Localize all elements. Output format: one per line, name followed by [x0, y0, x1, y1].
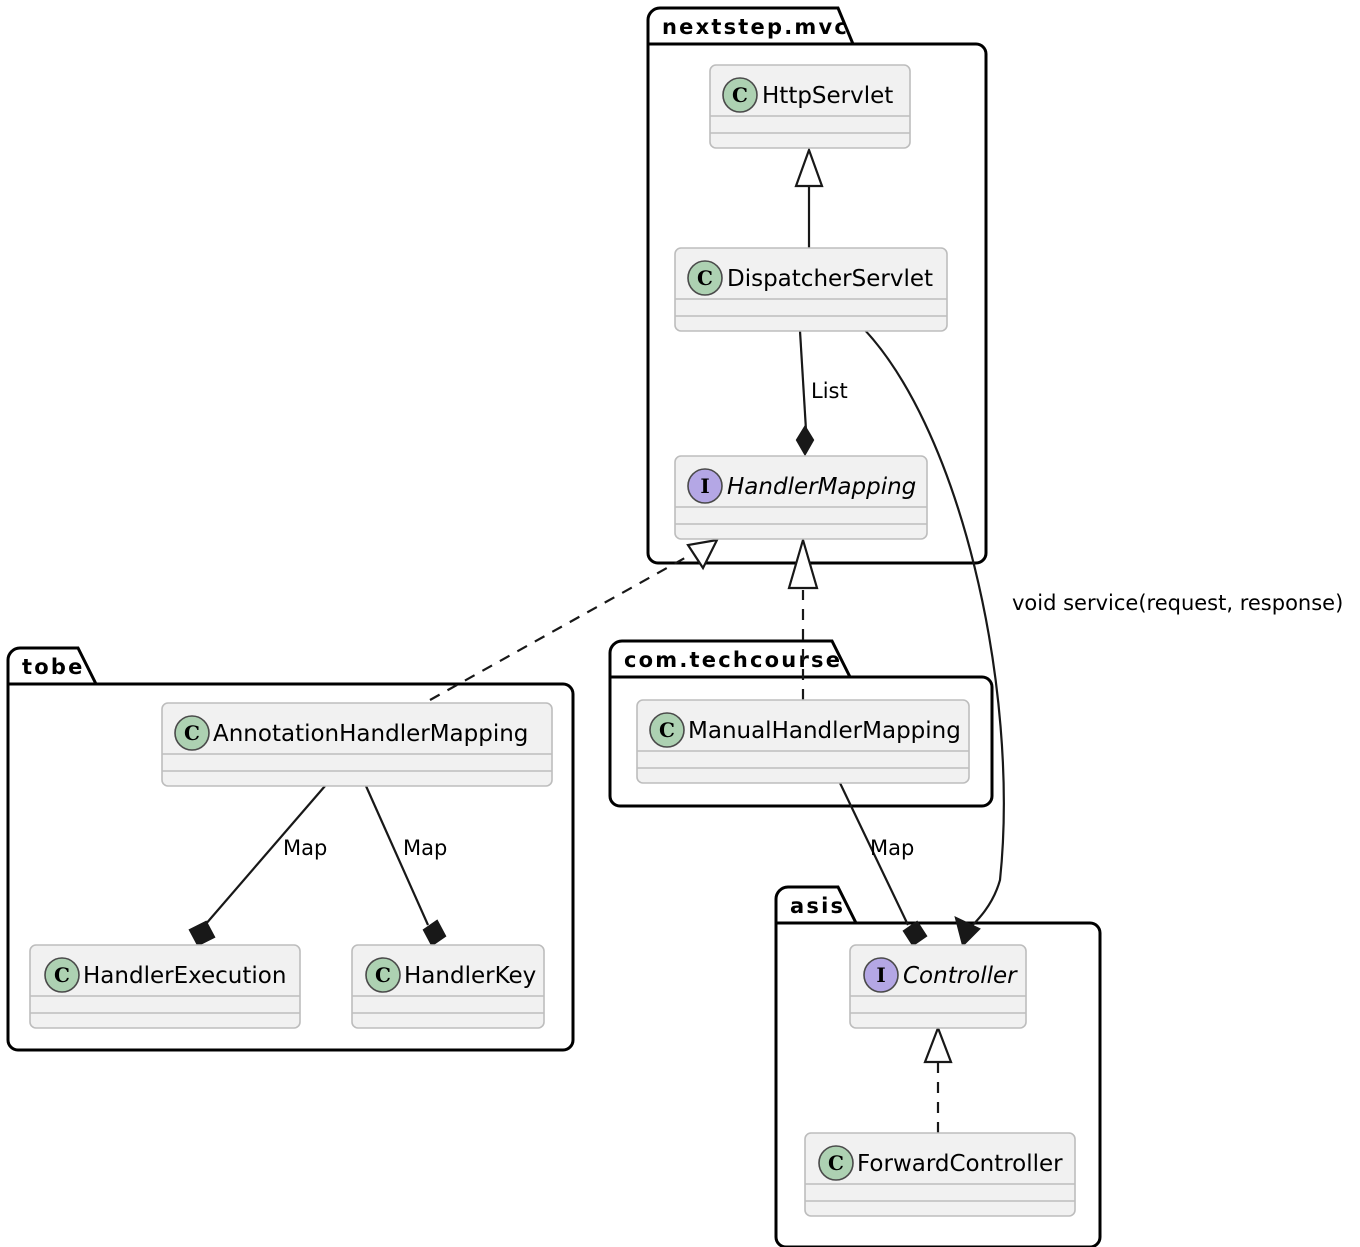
class-stereotype-icon [818, 1145, 854, 1181]
class-stereotype-letter: C [828, 1151, 844, 1175]
edge-dispatcher-has-handlermapping: List [795, 330, 848, 457]
class-stereotype-icon [687, 260, 723, 296]
package-tobe: tobe [6, 646, 575, 1052]
edge-line [798, 330, 808, 431]
composition-diamond [422, 919, 447, 947]
edge-line [839, 782, 909, 926]
package-tab-tobe [6, 646, 99, 686]
class-node-annotationhandlermapping[interactable]: C AnnotationHandlerMapping [161, 702, 553, 787]
edge-dispatcher-calls-controller: void service(request, response) [854, 319, 1343, 948]
edge-line [204, 785, 326, 926]
class-name-handlermapping: HandlerMapping [727, 474, 916, 500]
class-box[interactable] [636, 699, 970, 784]
realization-arrowhead [686, 538, 719, 571]
package-com-techcourse: com.techcourse [608, 639, 994, 808]
interface-stereotype-letter: I [700, 474, 709, 498]
class-node-controller[interactable]: I Controller [849, 944, 1027, 1029]
class-name-handlerexecution: HandlerExecution [83, 963, 286, 989]
edge-manual-has-controller: Map [839, 782, 928, 947]
class-node-httpservlet[interactable]: C HttpServlet [709, 64, 911, 149]
package-tab-nextstep-mvc [646, 6, 856, 46]
class-node-handlerexecution[interactable]: C HandlerExecution [29, 944, 301, 1029]
composition-diamond [188, 920, 216, 947]
interface-stereotype-icon [863, 957, 899, 993]
class-box[interactable] [804, 1132, 1076, 1217]
class-node-forwardcontroller[interactable]: C ForwardController [804, 1132, 1076, 1217]
class-box[interactable] [29, 944, 301, 1029]
edge-annotation-has-handlerkey: Map [364, 785, 447, 947]
realization-arrowhead [787, 536, 819, 590]
class-stereotype-letter: C [54, 963, 70, 987]
package-body-tobe [6, 682, 575, 1052]
class-stereotype-icon [722, 77, 758, 113]
class-box[interactable] [709, 64, 911, 149]
interface-stereotype-letter: I [876, 963, 885, 987]
class-node-manualhandlermapping[interactable]: C ManualHandlerMapping [636, 699, 970, 784]
edge-manual-implements-handlermapping [787, 536, 819, 700]
package-asis: asis [774, 885, 1102, 1247]
package-body-nextstep-mvc [646, 42, 988, 565]
class-node-dispatcherservlet[interactable]: C DispatcherServlet [674, 247, 948, 332]
inheritance-arrowhead [794, 146, 824, 188]
edge-line [854, 319, 1005, 933]
class-box[interactable] [161, 702, 553, 787]
class-name-httpservlet: HttpServlet [762, 83, 893, 109]
class-box[interactable] [674, 455, 928, 540]
interface-stereotype-icon [687, 468, 723, 504]
arrowhead [954, 915, 981, 948]
class-stereotype-letter: C [732, 83, 748, 107]
composition-diamond [902, 920, 928, 947]
package-tab-asis [774, 885, 859, 925]
class-stereotype-icon [174, 715, 210, 751]
class-box[interactable] [351, 944, 545, 1029]
class-name-dispatcherservlet: DispatcherServlet [727, 266, 933, 292]
class-name-annotationhandlermapping: AnnotationHandlerMapping [213, 721, 528, 747]
class-box[interactable] [674, 247, 948, 332]
class-stereotype-letter: C [659, 718, 675, 742]
package-label-com-techcourse: com.techcourse [624, 648, 842, 672]
edge-label-service-signature: void service(request, response) [1012, 591, 1343, 615]
package-label-tobe: tobe [22, 655, 85, 679]
class-name-manualhandlermapping: ManualHandlerMapping [688, 718, 961, 744]
class-node-handlerkey[interactable]: C HandlerKey [351, 944, 545, 1029]
class-stereotype-icon [649, 712, 685, 748]
composition-diamond [795, 424, 815, 457]
class-node-handlermapping[interactable]: I HandlerMapping [674, 455, 928, 540]
edge-line [429, 553, 693, 701]
class-stereotype-letter: C [697, 266, 713, 290]
edge-annotation-implements-handlermapping [429, 538, 719, 701]
edge-forwardcontroller-implements-controller [923, 1024, 953, 1133]
class-stereotype-icon [44, 957, 80, 993]
edge-label-list: List [811, 379, 848, 403]
class-name-forwardcontroller: ForwardController [857, 1151, 1063, 1177]
edge-annotation-has-handlerexecution: Map [188, 785, 327, 947]
package-nextstep-mvc: nextstep.mvc [646, 6, 988, 565]
class-stereotype-letter: C [375, 963, 391, 987]
edge-line [364, 785, 430, 926]
edge-dispatcher-extends-httpservlet [794, 146, 824, 248]
class-name-controller: Controller [903, 963, 1018, 989]
package-body-asis [774, 921, 1102, 1247]
package-tab-com-techcourse [608, 639, 853, 679]
class-stereotype-letter: C [184, 721, 200, 745]
class-name-handlerkey: HandlerKey [404, 963, 536, 989]
package-label-asis: asis [790, 894, 845, 918]
class-stereotype-icon [365, 957, 401, 993]
realization-arrowhead [923, 1024, 953, 1064]
package-label-nextstep-mvc: nextstep.mvc [662, 15, 849, 39]
edge-label-map-handler-key: Map [403, 836, 447, 860]
edge-label-map-controller: Map [870, 836, 914, 860]
edge-label-map-handler-execution: Map [283, 836, 327, 860]
package-body-com-techcourse [608, 675, 994, 808]
